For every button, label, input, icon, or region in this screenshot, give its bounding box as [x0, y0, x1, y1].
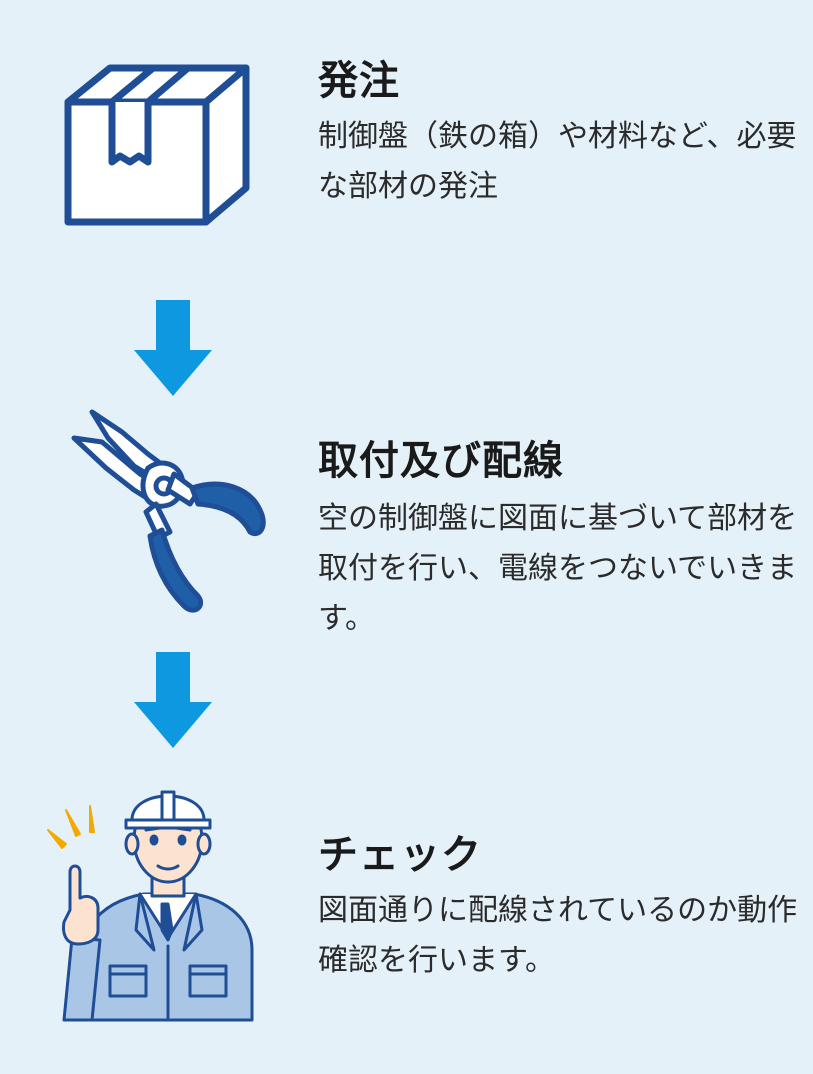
step-3-description: 図面通りに配線されているのか動作確認を行います。 — [318, 893, 798, 978]
pliers-icon — [71, 409, 266, 613]
step-2-title: 取付及び配線 — [318, 438, 564, 484]
down-arrow-icon — [134, 300, 212, 396]
step-1-description: 制御盤（鉄の箱）や材料など、必要な部材の発注 — [318, 119, 797, 204]
attention-marks — [47, 805, 95, 849]
step-2-description: 空の制御盤に図面に基づいて部材を取付を行い、電線をつないでいきます。 — [318, 501, 798, 636]
step-3-title: チェック — [318, 832, 482, 878]
cardboard-box-icon — [64, 64, 250, 226]
worker-check-icon — [47, 790, 254, 1022]
step-1-title: 発注 — [318, 58, 400, 104]
down-arrow-icon — [134, 652, 212, 748]
